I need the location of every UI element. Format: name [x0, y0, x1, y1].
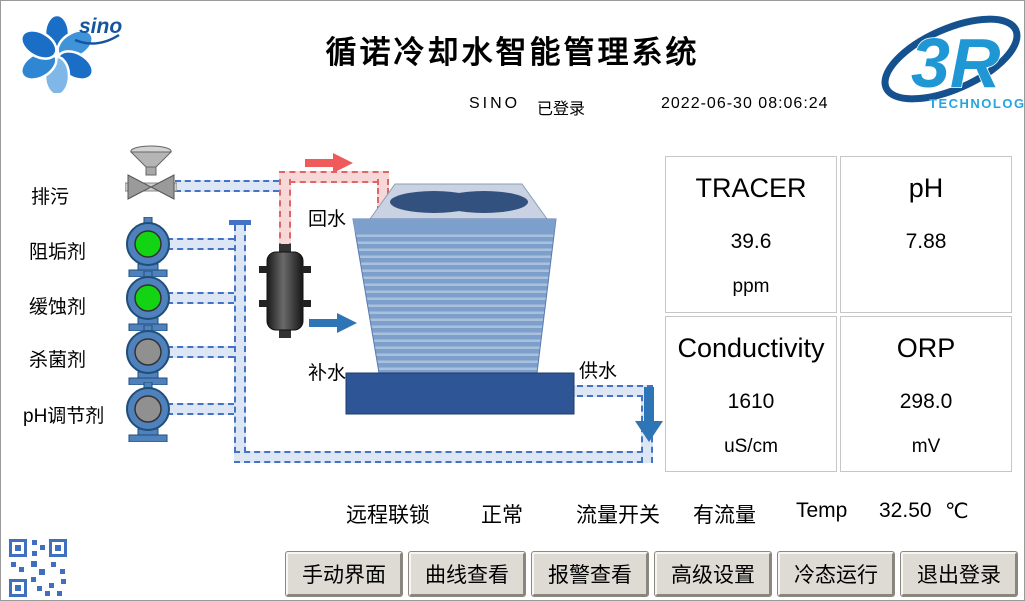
label-biocide: 杀菌剂 — [29, 350, 87, 371]
interlock-value: 正常 — [481, 504, 523, 527]
flow-switch-value: 有流量 — [693, 504, 756, 527]
label-return-water: 回水 — [308, 209, 347, 230]
reading-conductivity-value: 1610 — [727, 389, 775, 413]
reading-ph: pH 7.88 — [840, 156, 1012, 313]
temperature-value: 32.50 — [879, 499, 932, 522]
readings-panel: TRACER 39.6 ppm pH 7.88 Conductivity 161… — [665, 156, 1012, 472]
sino-logo-icon: sino — [20, 13, 122, 93]
pipe-dosing-header — [234, 225, 246, 463]
flow-switch-label: 流量开关 — [576, 504, 660, 527]
makeup-flow-arrow-icon — [309, 313, 357, 333]
blowdown-valve-icon — [125, 145, 177, 200]
3r-technology-logo: 3R TECHNOLOGY — [881, 15, 1025, 111]
3r-logo-text: 3R — [911, 24, 1001, 102]
reading-conductivity-unit: uS/cm — [724, 435, 778, 457]
pump-status-indicator — [134, 230, 162, 258]
label-supply-water: 供水 — [579, 361, 618, 382]
tower-top-band — [353, 219, 556, 233]
temperature-label: Temp — [796, 499, 848, 522]
pump-biocide — [126, 325, 170, 385]
temperature-unit: ℃ — [945, 500, 969, 523]
sino-logo-swoosh — [74, 33, 120, 45]
pump-corrosion-inhibitor — [126, 271, 170, 331]
label-corrosion-inhibitor: 缓蚀剂 — [29, 297, 87, 318]
pump-status-indicator — [134, 395, 162, 423]
reading-ph-value: 7.88 — [905, 230, 947, 253]
pipe-pump-scale-inhibitor — [167, 238, 234, 250]
page-title: 循诺冷却水智能管理系统 — [325, 35, 700, 70]
reading-conductivity: Conductivity 1610 uS/cm — [665, 315, 837, 472]
curve-view-button[interactable]: 曲线查看 — [408, 551, 526, 597]
cold-run-button[interactable]: 冷态运行 — [777, 551, 895, 597]
label-makeup-water: 补水 — [308, 363, 347, 384]
pipe-return-left-drop — [279, 179, 291, 249]
datetime: 2022-06-30 08:06:24 — [661, 95, 829, 112]
pump-ph-adjuster — [126, 382, 170, 442]
reading-ph-label: pH — [908, 173, 944, 203]
login-status: 已登录 — [537, 101, 586, 118]
tower-fan-blade-icon — [440, 191, 528, 213]
interlock-label: 远程联锁 — [346, 504, 430, 527]
reading-tracer-label: TRACER — [695, 173, 807, 203]
pipe-basin-outlet — [567, 385, 653, 397]
supply-flow-arrow-icon — [635, 387, 663, 442]
label-blowdown: 排污 — [31, 187, 70, 208]
pump-status-indicator — [134, 284, 162, 312]
reading-conductivity-label: Conductivity — [677, 332, 825, 363]
nav-button-row: 手动界面 曲线查看 报警查看 高级设置 冷态运行 退出登录 — [285, 551, 1018, 597]
reading-tracer-value: 39.6 — [730, 230, 772, 253]
cooling-tower — [345, 183, 575, 415]
3r-logo-orbit — [881, 15, 1021, 103]
pipe-pump-biocide — [167, 346, 234, 358]
logged-user: SINO — [469, 95, 521, 112]
qr-code-icon — [9, 539, 67, 597]
logout-button[interactable]: 退出登录 — [900, 551, 1018, 597]
alarm-view-button[interactable]: 报警查看 — [531, 551, 649, 597]
reading-orp-unit: mV — [911, 435, 941, 457]
pipe-header-cap — [229, 220, 251, 225]
reading-orp-value: 298.0 — [899, 389, 953, 413]
pipe-blowdown — [175, 180, 279, 192]
reading-tracer-unit: ppm — [732, 276, 770, 297]
label-scale-inhibitor: 阻垢剂 — [29, 242, 87, 263]
reading-tracer: TRACER 39.6 ppm — [665, 156, 837, 313]
pipe-pump-ph-adjuster — [167, 403, 234, 415]
sino-logo-text: sino — [79, 15, 122, 38]
pipe-pump-corrosion-inhibitor — [167, 292, 234, 304]
label-ph-adjuster: pH调节剂 — [23, 406, 105, 427]
pump-status-indicator — [134, 338, 162, 366]
return-flow-arrow-icon — [305, 153, 353, 173]
pump-scale-inhibitor — [126, 217, 170, 277]
manual-screen-button[interactable]: 手动界面 — [285, 551, 403, 597]
3r-logo-subtext: TECHNOLOGY — [929, 96, 1025, 111]
tower-basin — [345, 372, 575, 415]
sensor-vessel — [259, 244, 311, 338]
pipe-bottom-main — [234, 451, 653, 463]
tower-body — [352, 218, 557, 374]
reading-orp: ORP 298.0 mV — [840, 315, 1012, 472]
reading-orp-label: ORP — [896, 332, 956, 363]
advanced-settings-button[interactable]: 高级设置 — [654, 551, 772, 597]
